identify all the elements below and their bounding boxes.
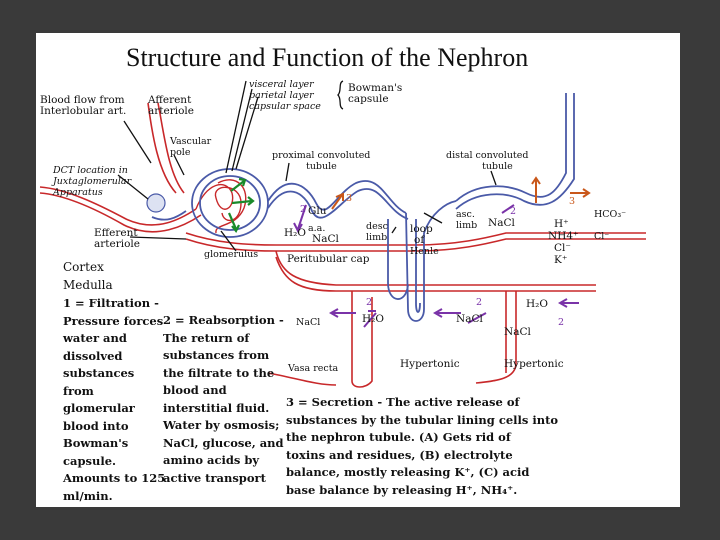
peritubular-label: Peritubular cap <box>287 253 370 265</box>
medulla-label: Medulla <box>63 278 113 292</box>
bowman-brace <box>337 80 344 110</box>
cl-label: Cl⁻ <box>594 231 610 242</box>
num-2d: 2 <box>476 297 483 308</box>
glomerulus-label: glomerulus <box>204 249 259 260</box>
page-title: Structure and Function of the Nephron <box>126 43 529 72</box>
num-3a: 3 <box>346 193 353 204</box>
nacl-right-label: NaCl <box>504 326 531 338</box>
jg-apparatus <box>146 193 166 213</box>
num-3b: 3 <box>569 196 576 207</box>
num-2a: 2 <box>300 204 307 215</box>
vasa-recta-label: Vasa recta <box>288 363 339 374</box>
nephron-diagram <box>39 80 646 388</box>
glu-label: Glu <box>308 205 327 217</box>
nephron-tubule <box>151 93 575 322</box>
num-2c: 2 <box>366 297 373 308</box>
nacl-left-label: NaCl <box>296 317 321 328</box>
slide: Structure and Function of the Nephron Bl… <box>36 33 680 507</box>
nacl-asc-label: NaCl <box>488 217 515 229</box>
glomerulus-capillaries <box>195 179 247 234</box>
nacl-label: NaCl <box>312 233 339 245</box>
cortex-label: Cortex <box>63 260 104 274</box>
filtration-arrows <box>227 177 255 234</box>
label-pointers <box>117 80 497 252</box>
asc-limb-label: asc.limb <box>456 209 478 231</box>
secretion-arrows <box>331 176 591 210</box>
nacl-mid-label: NaCl <box>456 313 483 325</box>
h2o-label: H₂O <box>284 227 306 239</box>
hypertonic-label-1: Hypertonic <box>400 358 460 370</box>
h2o-mid-label: H₂O <box>362 313 384 325</box>
num-2b: 2 <box>510 206 517 217</box>
hypertonic-label-2: Hypertonic <box>504 358 564 370</box>
hco3-label: HCO₃⁻ <box>594 209 627 220</box>
num-2e: 2 <box>558 317 565 328</box>
h2o-right-label: H₂O <box>526 298 548 310</box>
reabsorption-arrows <box>293 204 579 328</box>
aa-label: a.a. <box>308 223 326 234</box>
ions-label: H⁺NH4⁺Cl⁻K⁺ <box>548 218 579 266</box>
